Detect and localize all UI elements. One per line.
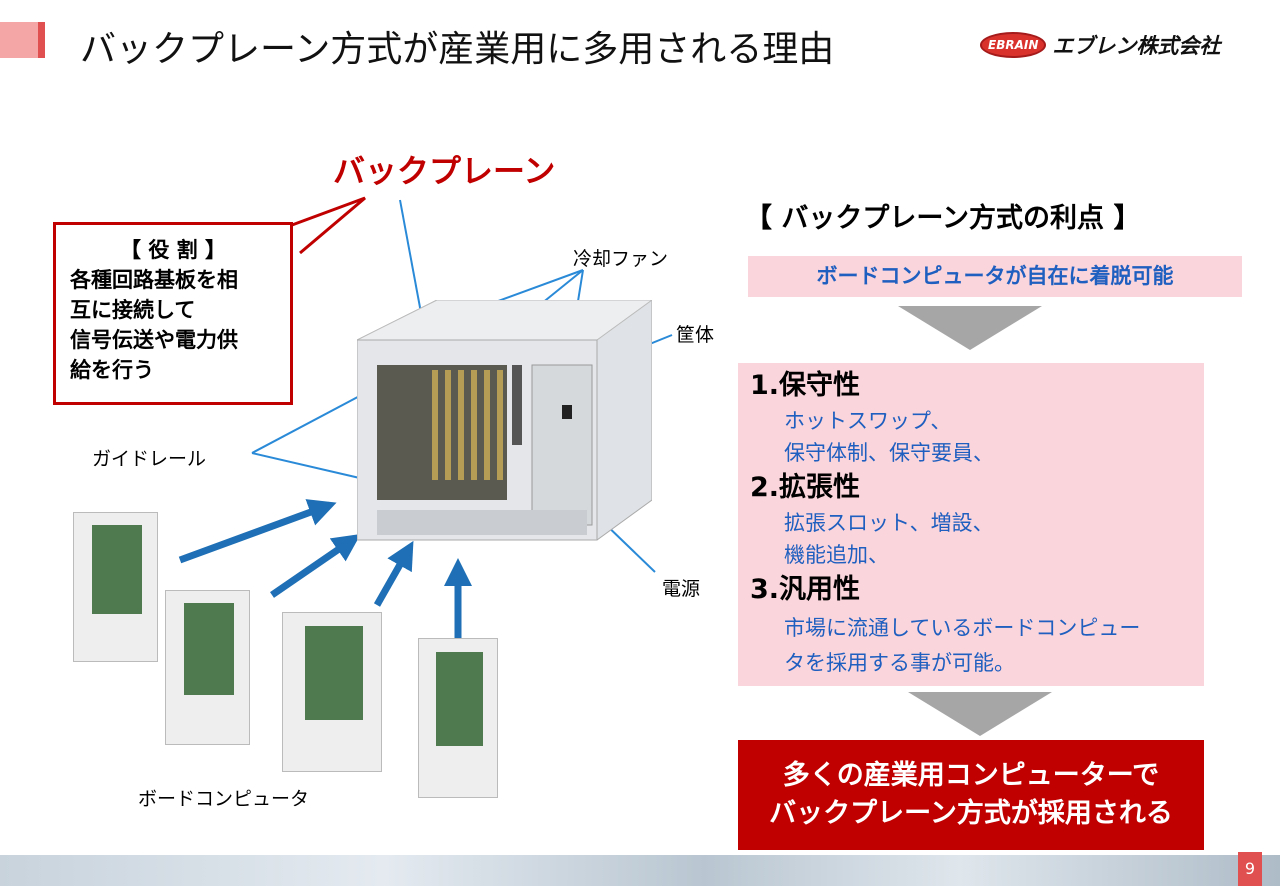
slide-title: バックプレーン方式が産業用に多用される理由 bbox=[80, 29, 835, 70]
guide-rail-label: ガイドレール bbox=[92, 448, 207, 470]
conclusion-line: バックプレーン方式が採用される bbox=[769, 798, 1173, 829]
role-callout: 【 役 割 】 各種回路基板を相 互に接続して 信号伝送や電力供 給を行う bbox=[53, 222, 293, 405]
down-arrow-icon bbox=[908, 692, 1052, 736]
chassis-image bbox=[357, 300, 652, 541]
fan-label: 冷却ファン bbox=[573, 248, 669, 270]
down-arrow-icon bbox=[898, 306, 1042, 350]
advantage-detail: 市場に流通しているボードコンピュー bbox=[784, 616, 1141, 640]
conclusion-box: 多くの産業用コンピューターで バックプレーン方式が採用される bbox=[738, 740, 1204, 850]
advantages-list: 1.保守性 ホットスワップ、 保守体制、保守要員、 2.拡張性 拡張スロット、増… bbox=[738, 363, 1204, 686]
callout-line: 給を行う bbox=[70, 358, 154, 382]
logo-badge: EBRAIN bbox=[980, 32, 1047, 58]
advantage-detail: 拡張スロット、増設、 bbox=[784, 511, 994, 535]
advantage-heading: 3.汎用性 bbox=[750, 574, 861, 605]
board-computer-image bbox=[165, 590, 250, 745]
board-computer-image bbox=[282, 612, 382, 772]
advantage-detail: ホットスワップ、 bbox=[784, 409, 952, 433]
logo-name: エブレン株式会社 bbox=[1052, 34, 1221, 58]
callout-tail bbox=[291, 196, 366, 255]
backplane-label: バックプレーン bbox=[333, 152, 556, 190]
callout-line: 各種回路基板を相 bbox=[70, 268, 238, 292]
advantage-heading: 2.拡張性 bbox=[750, 472, 861, 503]
advantages-banner: ボードコンピュータが自在に着脱可能 bbox=[748, 256, 1242, 297]
advantages-title: 【 バックプレーン方式の利点 】 bbox=[745, 203, 1141, 234]
board-computer-image bbox=[73, 512, 158, 662]
conclusion-line: 多くの産業用コンピューターで bbox=[782, 760, 1160, 791]
title-marker bbox=[0, 22, 45, 58]
case-label: 筐体 bbox=[676, 324, 715, 346]
callout-line: 信号伝送や電力供 bbox=[70, 328, 238, 352]
advantage-detail: 機能追加、 bbox=[784, 543, 889, 567]
advantage-heading: 1.保守性 bbox=[750, 370, 861, 401]
callout-line: 互に接続して bbox=[70, 298, 196, 322]
advantage-detail: 保守体制、保守要員、 bbox=[784, 441, 994, 465]
board-label: ボードコンピュータ bbox=[138, 788, 310, 810]
advantage-detail: タを採用する事が可能。 bbox=[784, 651, 1015, 675]
board-computer-image bbox=[418, 638, 498, 798]
footer-strip bbox=[0, 855, 1280, 886]
company-logo: EBRAIN エブレン株式会社 bbox=[980, 30, 1220, 60]
power-label: 電源 bbox=[662, 578, 701, 600]
callout-heading: 【 役 割 】 bbox=[120, 238, 226, 262]
page-number: 9 bbox=[1238, 852, 1262, 886]
